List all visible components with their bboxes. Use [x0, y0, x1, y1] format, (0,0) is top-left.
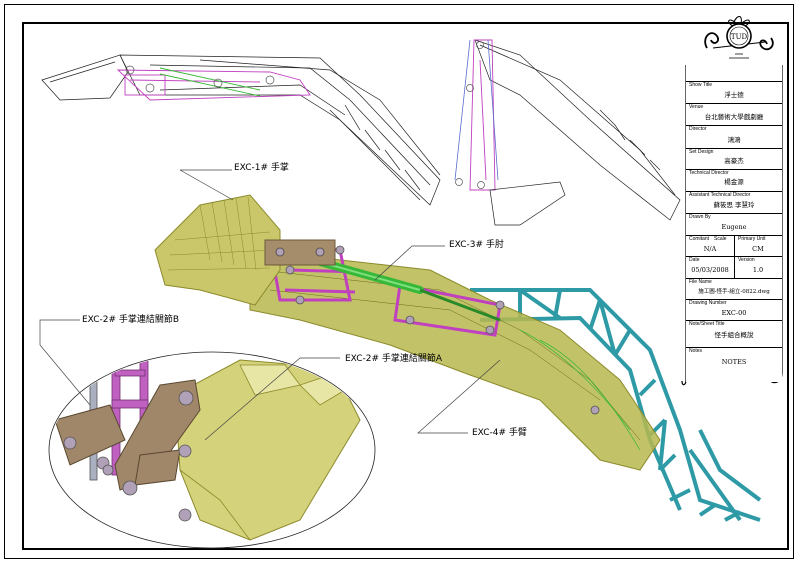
tb-scale-unit: Comitant Scale Primary Unit N/A CM	[686, 235, 782, 257]
hydraulic-cylinder	[316, 258, 501, 322]
tud-logo: TUD	[704, 16, 774, 59]
title-block: Show Title 浮士德 Venue 台北藝術大學戲劇廳 Director …	[686, 62, 782, 382]
tb-set-design: Set Design 高豪杰	[686, 148, 782, 169]
tb-sheet-title-value: 怪手組合概說	[714, 331, 754, 339]
side-view-left	[41, 54, 441, 206]
tb-file-name: File Name 施工圖-怪手-組立-0822.dwg	[686, 278, 782, 299]
tb-date-label: Date	[689, 257, 700, 263]
tb-venue: Venue 台北藝術大學戲劇廳	[686, 103, 782, 125]
tb-sheet-title: Note/Sheet Title 怪手組合概說	[686, 320, 782, 347]
callout-exc3: EXC-3# 手肘	[449, 240, 504, 250]
tb-assistant-td-label: Assistant Technical Director	[689, 192, 751, 198]
callout-exc2b: EXC-2# 手掌連結關節B	[82, 315, 180, 325]
leader-lines	[39, 169, 501, 441]
tb-comitant-label: Comitant	[689, 236, 710, 242]
tb-technical-director-value: 楊金源	[724, 178, 744, 186]
tb-notes-value: NOTES	[721, 358, 747, 366]
tb-file-name-value: 施工圖-怪手-組立-0822.dwg	[698, 289, 770, 295]
tb-drawn-by-value: Eugene	[721, 223, 747, 231]
tb-divider	[734, 257, 735, 279]
tb-assistant-td: Assistant Technical Director 蘇筱思 李慧玲	[686, 191, 782, 213]
tb-set-design-value: 高豪杰	[724, 157, 744, 165]
tb-notes: Notes NOTES	[686, 347, 782, 377]
tb-date-version: Date Version 05/03/2008 1.0	[686, 256, 782, 279]
tb-sheet-title-label: Note/Sheet Title	[689, 321, 725, 327]
tb-venue-label: Venue	[689, 104, 704, 110]
tb-set-design-label: Set Design	[689, 149, 714, 155]
tb-scale-label: Scale	[714, 236, 727, 242]
tb-file-name-label: File Name	[689, 279, 712, 285]
callout-exc4: EXC-4# 手臂	[472, 428, 527, 438]
side-view-right	[454, 39, 681, 226]
bucket	[154, 194, 336, 306]
tb-primary-unit-label: Primary Unit	[738, 236, 766, 242]
tb-drawing-number-value: EXC-00	[721, 309, 747, 317]
tb-director-value: 鴻鴻	[727, 136, 741, 144]
arm-pins	[285, 245, 600, 415]
tb-notes-label: Notes	[689, 348, 703, 354]
tb-director-label: Director	[689, 126, 707, 132]
tb-drawn-by: Drawn By Eugene	[686, 213, 782, 235]
tb-technical-director: Technical Director 楊金源	[686, 169, 782, 191]
tb-show-title-value: 浮士德	[724, 91, 744, 99]
tb-show-title-label: Show Title	[689, 82, 713, 88]
isometric-arm	[154, 194, 762, 522]
arm-truss	[470, 288, 762, 522]
tb-drawing-number-label: Drawing Number	[689, 300, 727, 306]
sheet-outer-border	[4, 4, 794, 559]
tb-divider	[734, 236, 735, 257]
tb-primary-unit-value: CM	[752, 245, 764, 253]
tb-assistant-td-value: 蘇筱思 李慧玲	[713, 201, 755, 209]
tb-version-value: 1.0	[752, 266, 764, 274]
tb-date-value: 05/03/2008	[691, 266, 729, 274]
sheet-inner-border	[22, 22, 789, 550]
tb-version-label: Version	[738, 257, 755, 263]
tb-drawn-by-label: Drawn By	[689, 214, 711, 220]
callout-exc2a: EXC-2# 手掌連結關節A	[345, 354, 443, 364]
tb-drawing-number: Drawing Number EXC-00	[686, 299, 782, 320]
logo-lettering: TUD	[731, 33, 748, 41]
tb-director: Director 鴻鴻	[686, 125, 782, 148]
tb-technical-director-label: Technical Director	[689, 170, 729, 176]
tb-venue-value: 台北藝術大學戲劇廳	[704, 113, 764, 121]
tb-show-title: Show Title 浮士德	[686, 81, 782, 103]
detail-view	[48, 351, 376, 549]
tb-scale-value: N/A	[703, 245, 717, 253]
callout-exc1: EXC-1# 手掌	[234, 163, 289, 173]
